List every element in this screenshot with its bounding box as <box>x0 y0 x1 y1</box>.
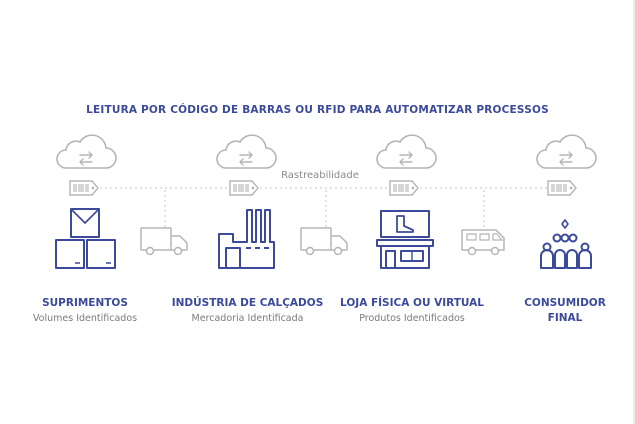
boxes-icon <box>55 208 116 269</box>
factory-icon <box>218 209 275 269</box>
stage-title-loja: LOJA FÍSICA OU VIRTUAL <box>340 297 484 309</box>
barcode-tag-icon <box>229 180 259 196</box>
barcode-tag-icon <box>389 180 419 196</box>
truck-icon <box>140 227 188 256</box>
stage-subtitle-industria: Mercadoria Identificada <box>191 313 304 324</box>
consumers-icon <box>540 219 592 269</box>
store-icon <box>376 210 434 269</box>
cloud-sync-icon <box>216 134 277 169</box>
van-icon <box>461 229 505 256</box>
cloud-sync-icon <box>536 134 597 169</box>
cloud-sync-icon <box>56 134 117 169</box>
traceability-label: Rastreabilidade <box>281 170 359 181</box>
cloud-sync-icon <box>376 134 437 169</box>
stage-title-industria: INDÚSTRIA DE CALÇADOS <box>171 297 324 309</box>
page-edge-rule <box>633 0 635 424</box>
stage-subtitle-suprimentos: Volumes Identificados <box>32 313 138 324</box>
barcode-tag-icon <box>547 180 577 196</box>
stage-subtitle-loja: Produtos Identificados <box>359 313 465 324</box>
barcode-tag-icon <box>69 180 99 196</box>
stage-title-final: FINAL <box>547 312 583 324</box>
stage-title-consumidor: CONSUMIDOR <box>524 297 606 309</box>
stage-title-suprimentos: SUPRIMENTOS <box>42 297 128 309</box>
diagram-title: LEITURA POR CÓDIGO DE BARRAS OU RFID PAR… <box>86 104 549 116</box>
truck-icon <box>300 227 348 256</box>
